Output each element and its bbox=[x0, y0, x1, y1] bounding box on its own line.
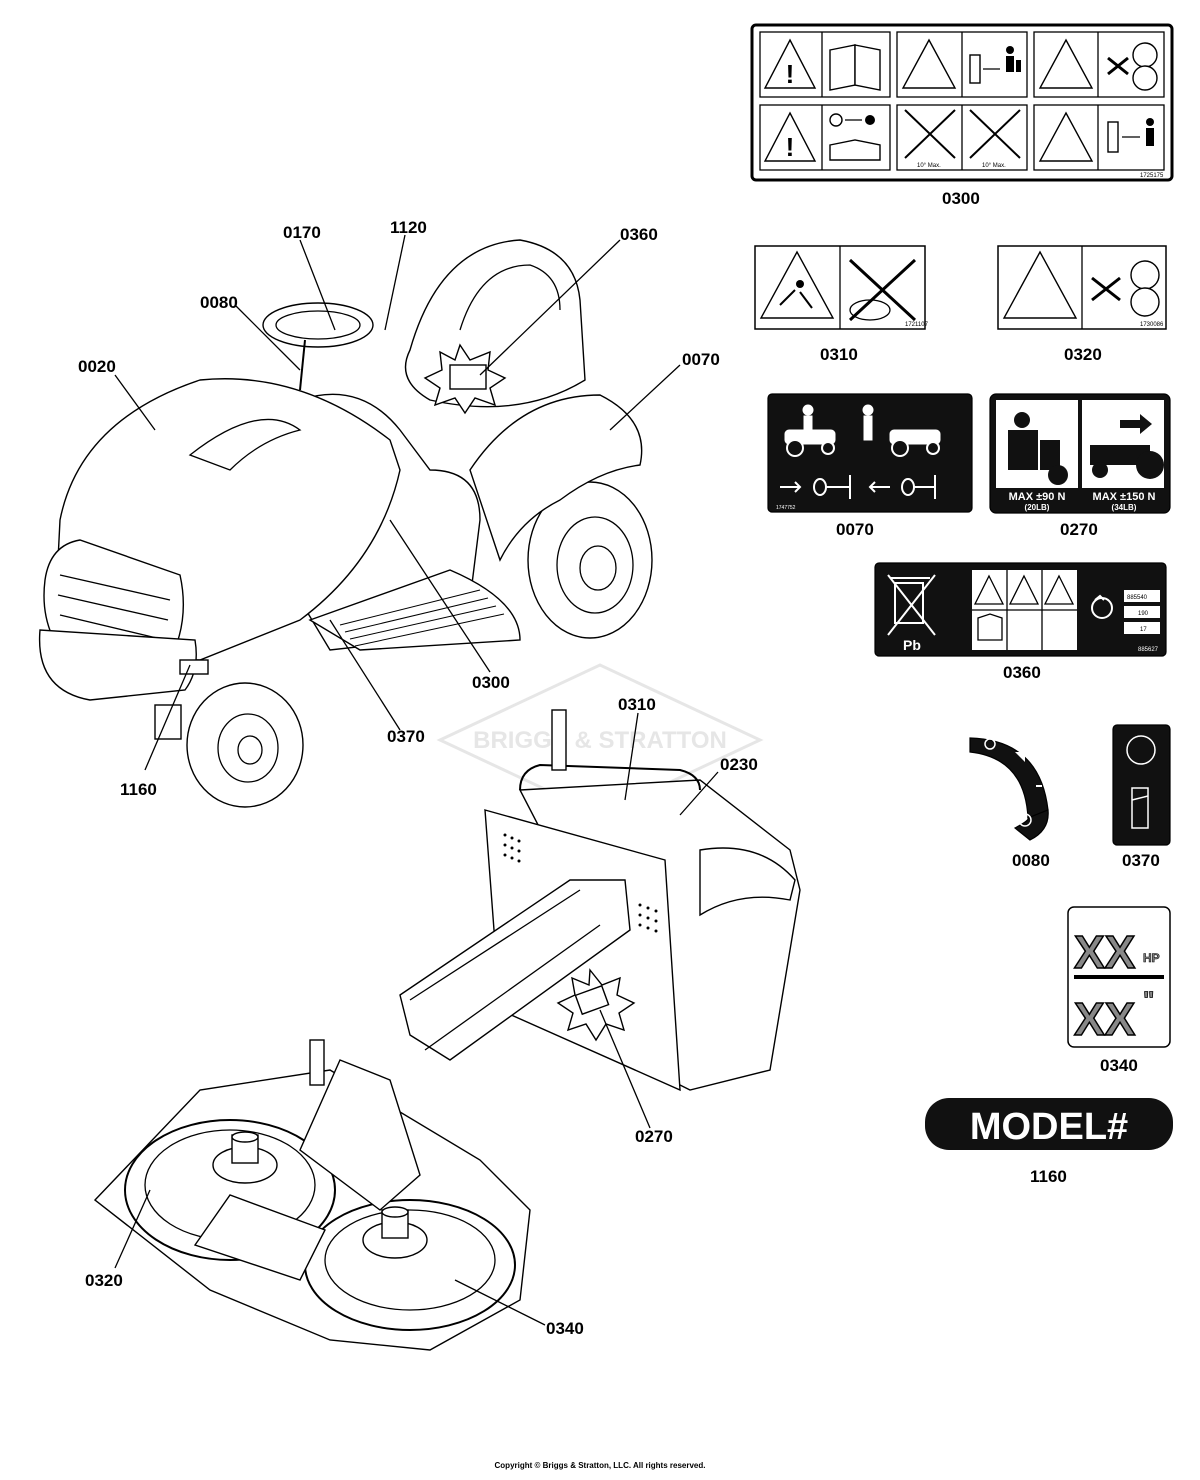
callout-0020: 0020 bbox=[78, 357, 116, 376]
watermark-text: BRIGGS & STRATTON bbox=[473, 727, 727, 754]
deck-size-value: XX bbox=[1074, 993, 1136, 1045]
decal-0300: ! ! bbox=[750, 23, 1174, 182]
label-decal-0360: 0360 bbox=[1003, 663, 1041, 682]
recycle-icon bbox=[1091, 594, 1113, 619]
lead-symbol: Pb bbox=[903, 637, 921, 653]
callout-1160: 1160 bbox=[120, 780, 157, 799]
blade-hazard-icon bbox=[1107, 42, 1158, 91]
callout-0300: 0300 bbox=[472, 673, 510, 692]
remove-key-icon bbox=[829, 113, 881, 161]
label-decal-0370: 0370 bbox=[1122, 851, 1160, 870]
copyright-notice: Copyright © Briggs & Stratton, LLC. All … bbox=[494, 1461, 706, 1470]
decal-0300-code: 1725175 bbox=[1140, 173, 1164, 179]
decal-0320-code: 1730086 bbox=[1140, 322, 1164, 328]
svg-text:!: ! bbox=[786, 132, 795, 162]
label-decal-0320: 0320 bbox=[1064, 345, 1102, 364]
callout-0080: 0080 bbox=[200, 293, 238, 312]
slope-label-left: 10° Max. bbox=[917, 163, 941, 169]
decal-0310-code: 1721107 bbox=[905, 322, 929, 328]
max-load-right: MAX ±150 N bbox=[1093, 491, 1156, 503]
manual-book-icon bbox=[829, 44, 881, 91]
callout-0320: 0320 bbox=[85, 1271, 123, 1290]
thrown-object-distance-icon bbox=[1107, 118, 1154, 153]
decal-0270: MAX ±90 N (20LB) MAX ±150 N (34LB) bbox=[989, 393, 1171, 514]
callout-0070: 0070 bbox=[682, 350, 720, 369]
deck-size-unit: " bbox=[1143, 987, 1154, 1014]
leader-lines-deck bbox=[114, 1189, 546, 1326]
callout-1120: 1120 bbox=[390, 218, 427, 237]
decal-0370 bbox=[1112, 724, 1171, 846]
max-load-right-sub: (34LB) bbox=[1112, 503, 1137, 512]
model-number-label: MODEL# bbox=[970, 1106, 1128, 1148]
max-load-left-sub: (20LB) bbox=[1025, 503, 1050, 512]
tractor-illustration bbox=[38, 239, 653, 808]
decal-0340: XX HP XX " bbox=[1067, 906, 1171, 1048]
svg-text:!: ! bbox=[786, 59, 795, 89]
decal-0080 bbox=[969, 737, 1049, 841]
label-decal-1160: 1160 bbox=[1030, 1167, 1067, 1186]
callout-0370: 0370 bbox=[387, 727, 425, 746]
bystander-distance-icon bbox=[969, 46, 1021, 84]
callout-0310: 0310 bbox=[618, 695, 656, 714]
slope-label-right: 10° Max. bbox=[982, 163, 1006, 169]
decal-0360: Pb 885540 190 17 885627 bbox=[874, 562, 1167, 657]
label-decal-0310: 0310 bbox=[820, 345, 858, 364]
warning-triangle-icons: ! ! bbox=[763, 38, 1094, 162]
leader-lines-tractor bbox=[114, 234, 681, 771]
decal-box-3: 17 bbox=[1140, 627, 1147, 633]
callouts-tractor: 0170 1120 0360 0080 0070 0020 0300 0370 … bbox=[78, 218, 720, 799]
label-decal-0080: 0080 bbox=[1012, 851, 1050, 870]
callout-0230: 0230 bbox=[720, 755, 758, 774]
hp-value: XX bbox=[1074, 926, 1136, 978]
callout-0270: 0270 bbox=[635, 1127, 673, 1146]
decal-0360-code: 885627 bbox=[1138, 647, 1159, 653]
decal-0070: 1747752 bbox=[767, 393, 973, 513]
decal-0310: 1721107 bbox=[754, 245, 929, 330]
decal-1160: MODEL# bbox=[925, 1098, 1173, 1150]
callouts-deck: 0320 0340 bbox=[85, 1271, 584, 1338]
decal-0070-code: 1747752 bbox=[776, 505, 796, 511]
callout-0340: 0340 bbox=[546, 1319, 584, 1338]
label-decal-0300: 0300 bbox=[942, 189, 980, 208]
label-decal-0070: 0070 bbox=[836, 520, 874, 539]
callout-0170: 0170 bbox=[283, 223, 321, 242]
label-decal-0270: 0270 bbox=[1060, 520, 1098, 539]
label-decal-0340: 0340 bbox=[1100, 1056, 1138, 1075]
crossed-bin-icon bbox=[887, 574, 936, 636]
decal-box-1: 885540 bbox=[1127, 595, 1148, 601]
decal-box-2: 190 bbox=[1138, 611, 1149, 617]
callout-0360: 0360 bbox=[620, 225, 658, 244]
hp-unit: HP bbox=[1143, 951, 1160, 965]
max-load-left: MAX ±90 N bbox=[1009, 491, 1066, 503]
callouts-catcher: 0310 0230 0270 bbox=[618, 695, 758, 1146]
leader-lines-catcher bbox=[599, 712, 719, 1129]
slope-warning-icons: 10° Max. 10° Max. bbox=[904, 109, 1021, 169]
mower-deck-illustration bbox=[93, 1039, 531, 1351]
decal-0320: 1730086 bbox=[997, 245, 1167, 330]
grass-catcher-illustration bbox=[399, 709, 801, 1092]
